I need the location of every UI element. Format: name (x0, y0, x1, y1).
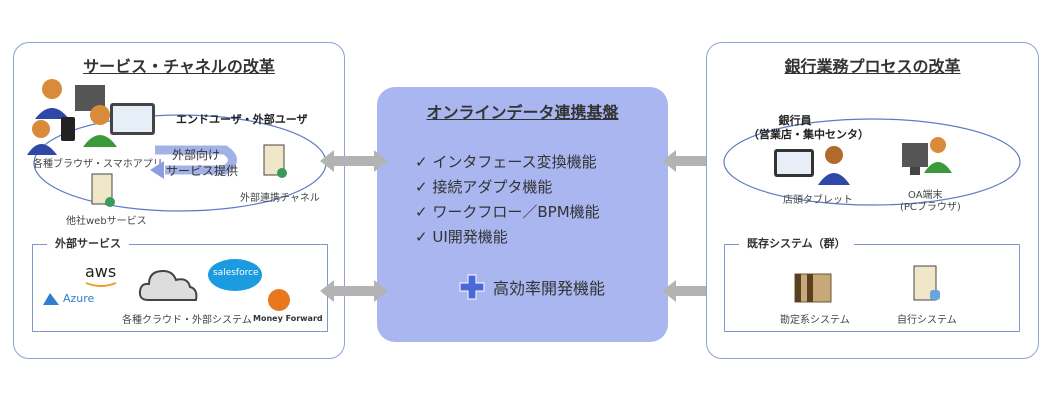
feature-item: ✓ インタフェース変換機能 (415, 153, 597, 171)
users-icon (27, 79, 155, 155)
channel-server-icon (263, 144, 287, 178)
double-arrow-icon (662, 150, 730, 172)
bank-process-panel: 銀行業務プロセスの改革 (706, 42, 1039, 359)
check-icon: ✓ (415, 153, 428, 171)
plus-icon (459, 274, 485, 300)
check-icon: ✓ (415, 178, 428, 196)
tablet-label: 店頭タブレット (783, 195, 853, 206)
azure-logo: Azure (63, 292, 95, 305)
check-icon: ✓ (415, 203, 428, 221)
cloud-label: 各種クラウド・外部システム (122, 315, 252, 326)
channel-label: 外部連携チャネル (240, 193, 320, 204)
service-flow-arrow (150, 145, 237, 179)
staff-label-1: 銀行員 (778, 114, 812, 127)
double-arrow-icon (320, 280, 388, 302)
end-user-label: エンドユーザ・外部ユーザ (176, 113, 308, 126)
salesforce-logo: salesforce (213, 268, 259, 278)
money-forward-logo: Money Forward (253, 314, 323, 323)
double-arrow-icon (320, 150, 388, 172)
extra-feature: 高効率開発機能 (493, 279, 606, 298)
money-forward-icon (268, 289, 290, 311)
flow-label-1: 外部向け (172, 148, 221, 162)
feature-item: ✓ ワークフロー／BPM機能 (415, 203, 600, 221)
left-panel-title: サービス・チャネルの改革 (83, 57, 275, 76)
existing-systems-title: 既存システム（群） (739, 235, 854, 251)
right-ellipse (723, 118, 1021, 206)
own-system-label: 自行システム (897, 315, 957, 326)
online-data-platform: オンラインデータ連携基盤 ✓ インタフェース変換機能 ✓ 接続アダプタ機能 ✓ … (377, 87, 668, 342)
service-channel-panel: サービス・チャネルの改革 (13, 42, 345, 359)
existing-systems-box: 既存システム（群） (724, 235, 1020, 332)
center-title: オンラインデータ連携基盤 (426, 103, 619, 122)
cloud-icon (138, 269, 198, 301)
core-system-label: 勘定系システム (780, 315, 850, 326)
azure-icon (43, 293, 59, 305)
tablet-staff-icon (774, 146, 850, 185)
web-server-icon (91, 173, 115, 207)
staff-label-2: （営業店・集中センタ） (748, 128, 869, 141)
aws-logo: aws (85, 262, 117, 281)
oa-terminal-icon (902, 137, 952, 175)
external-services-box: 外部サービス (32, 235, 328, 332)
web-service-label: 他社webサービス (66, 216, 147, 227)
core-system-icon (794, 273, 832, 303)
double-arrow-icon (662, 280, 730, 302)
browser-label: 各種ブラウザ・スマホアプリ (33, 159, 163, 170)
aws-smile-icon (85, 282, 117, 287)
oa-label-1: OA端末 (908, 190, 943, 201)
oa-label-2: (PCブラウザ) (900, 202, 961, 213)
check-icon: ✓ (415, 228, 428, 246)
flow-label-2: サービス提供 (166, 164, 239, 178)
own-server-icon (913, 265, 940, 301)
feature-item: ✓ UI開発機能 (415, 228, 508, 246)
feature-item: ✓ 接続アダプタ機能 (415, 178, 553, 196)
right-panel-title: 銀行業務プロセスの改革 (784, 57, 961, 76)
salesforce-cloud-icon (208, 259, 262, 291)
external-services-title: 外部サービス (47, 235, 129, 251)
